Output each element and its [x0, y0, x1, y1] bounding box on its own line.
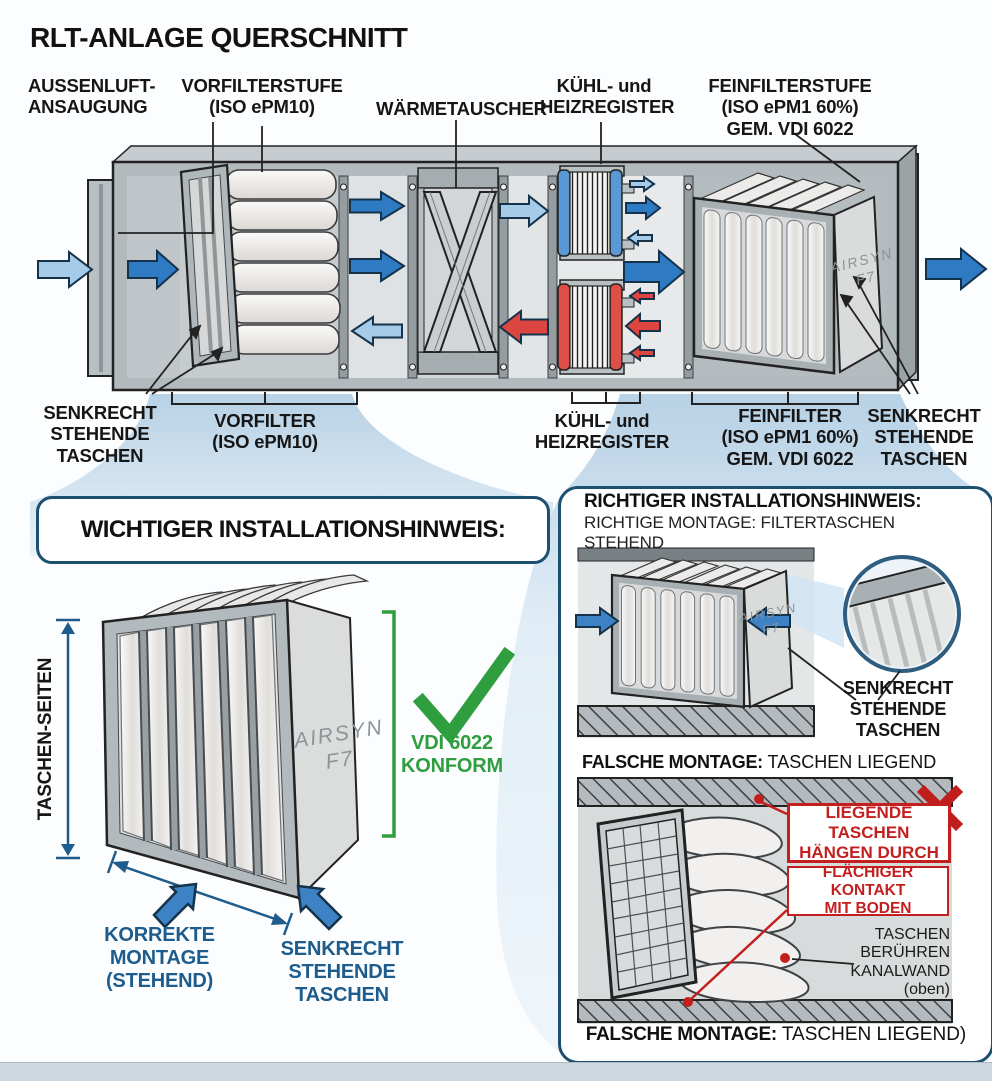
top-pleats [115, 574, 370, 637]
wrong-mounting-heading: FALSCHE MONTAGE: TASCHEN LIEGEND [582, 752, 972, 773]
wrong-heading-rest: TASCHEN LIEGEND [762, 752, 937, 772]
label-prefilter-stage: VORFILTERSTUFE (ISO ePM10) [181, 75, 343, 118]
ahu-casing [87, 144, 919, 392]
vdi-conform-label: VDI 6022 KONFORM [401, 732, 503, 778]
left-filter-brand: AIRSYN F7 [292, 715, 386, 775]
left-panel-title-box: WICHTIGER INSTALLATIONSHINWEIS: [36, 496, 550, 564]
label-pockets-left: SENKRECHT STEHENDE TASCHEN [43, 402, 157, 466]
label-fine-filter-stage: FEINFILTERSTUFE (ISO ePM1 60%) GEM. VDI … [708, 75, 872, 139]
callout-floor-contact: FLÄCHIGER KONTAKT MIT BODEN [787, 864, 949, 917]
heating-coil-illustration [557, 279, 635, 375]
arrow-up-right [152, 882, 198, 929]
green-bracket [382, 610, 396, 838]
bottom-strip [0, 1062, 992, 1081]
vertical-dimension [56, 618, 80, 860]
left-pockets-label: SENKRECHT STEHENDE TASCHEN [280, 938, 404, 1007]
frame-slats [138, 616, 263, 876]
label-registers-top: KÜHL- und HEIZREGISTER [540, 75, 675, 118]
label-prefilter: VORFILTER (ISO ePM10) [212, 410, 318, 453]
label-fine-filter: FEINFILTER (ISO ePM1 60%) GEM. VDI 6022 [721, 405, 859, 469]
cooling-coil-illustration [557, 165, 635, 261]
pointer-lines [118, 120, 919, 405]
wrong-heading-bold: FALSCHE MONTAGE: [582, 752, 763, 772]
callout-sagging-pockets: LIEGENDE TASCHEN HÄNGEN DURCH [787, 803, 951, 863]
duct-wall-note: TASCHEN BERÜHREN KANALWAND (oben) [850, 926, 950, 999]
pockets [119, 614, 284, 882]
caption-bold: FALSCHE MONTAGE: [585, 1024, 777, 1045]
right-pockets-label: SENKRECHT STEHENDE TASCHEN [842, 678, 954, 740]
label-registers-bottom: KÜHL- und HEIZREGISTER [534, 410, 670, 453]
bottom-dimension [106, 850, 294, 936]
label-intake: AUSSENLUFT- ANSAUGUNG [28, 75, 156, 118]
label-pockets-right: SENKRECHT STEHENDE TASCHEN [867, 405, 981, 469]
fine-filter-brand: AIRSYN F7 [828, 244, 895, 288]
correct-mounting-label: KORREKTE MONTAGE (STEHEND) [104, 924, 215, 993]
arrow-up-left [296, 884, 343, 931]
right-panel-title: RICHTIGER INSTALLATIONSHINWEIS: [584, 491, 922, 512]
checkmark-icon [412, 646, 516, 745]
section-dividers [338, 175, 694, 379]
caption-rest: TASCHEN LIEGEND) [776, 1024, 967, 1045]
page-title: RLT-ANLAGE QUERSCHNITT [30, 22, 408, 53]
wrong-mounting-caption: FALSCHE MONTAGE: TASCHEN LIEGEND) [582, 1024, 970, 1046]
heat-exchanger-illustration [417, 167, 499, 375]
label-heat-exchanger: WÄRMETAUSCHER [376, 98, 547, 119]
prefilter-illustration [179, 163, 341, 368]
dimension-label: TASCHEN-SEITEN [34, 657, 56, 821]
left-panel-title: WICHTIGER INSTALLATIONSHINWEIS: [80, 516, 506, 543]
right-panel-subtitle: RICHTIGE MONTAGE: FILTERTASCHEN STEHEND [584, 513, 895, 552]
